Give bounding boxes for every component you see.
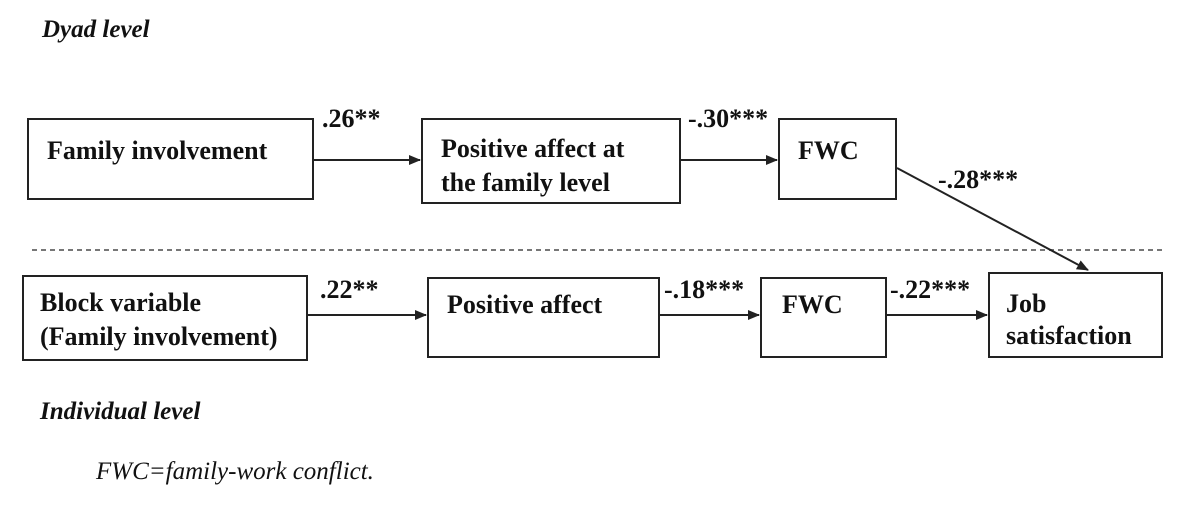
coef-block-to-pa: .22**: [320, 275, 379, 304]
box-label: Family involvement: [47, 136, 268, 165]
box-label-line2: (Family involvement): [40, 322, 278, 351]
box-label: FWC: [798, 136, 859, 165]
dyad-level-label: Dyad level: [42, 16, 150, 43]
box-job-satisfaction: Job satisfaction: [988, 272, 1163, 358]
coef-fwc-dyad-to-job: -.28***: [938, 165, 1019, 194]
box-label-line2: the family level: [441, 168, 610, 197]
coef-pa-to-fwc-ind: -.18***: [664, 275, 745, 304]
box-label-line1: Positive affect at: [441, 134, 625, 163]
individual-level-label: Individual level: [40, 398, 201, 425]
box-label-line2: satisfaction: [1006, 321, 1132, 350]
box-block-variable: Block variable (Family involvement): [22, 275, 308, 361]
abbreviation-note: FWC=family-work conflict.: [96, 458, 374, 485]
box-fwc-dyad: FWC: [778, 118, 897, 200]
box-positive-affect-individual: Positive affect: [427, 277, 660, 358]
box-label: FWC: [782, 290, 843, 319]
box-label-line1: Job: [1006, 289, 1047, 318]
box-fwc-individual: FWC: [760, 277, 887, 358]
box-positive-affect-family-level: Positive affect at the family level: [421, 118, 681, 204]
coef-fwc-ind-to-job: -.22***: [890, 275, 971, 304]
coef-pa-to-fwc-dyad: -.30***: [688, 104, 769, 133]
box-label: Positive affect: [447, 290, 603, 319]
box-label-line1: Block variable: [40, 288, 202, 317]
coef-fi-to-pa-dyad: .26**: [322, 104, 381, 133]
arrow-fwc-dyad-to-job: [896, 167, 1089, 271]
box-family-involvement-dyad: Family involvement: [27, 118, 314, 200]
